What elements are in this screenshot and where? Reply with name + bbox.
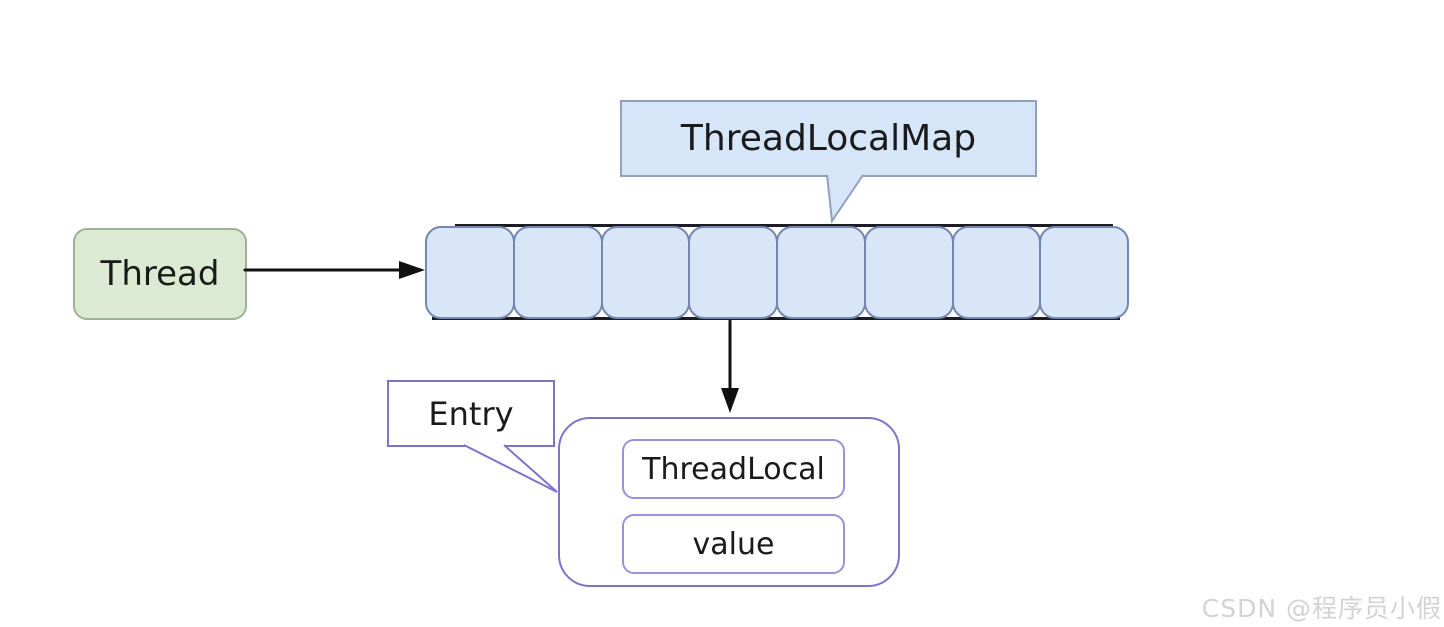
array-cell — [512, 226, 603, 319]
array-cell — [600, 226, 691, 319]
thread-label: Thread — [100, 254, 220, 294]
entry-field-value: value — [622, 514, 845, 574]
array-cell — [688, 226, 778, 319]
entry-callout-tail — [463, 444, 558, 493]
array-cell — [1039, 226, 1129, 319]
thread-to-map-arrow — [243, 261, 425, 279]
threadlocalmap-callout-tail — [826, 174, 864, 224]
array-cell — [776, 226, 866, 319]
entry-field-threadlocal: ThreadLocal — [622, 439, 845, 499]
thread-box: Thread — [73, 228, 247, 320]
array-cell — [425, 226, 515, 319]
threadlocalmap-label: ThreadLocalMap — [680, 118, 977, 159]
threadlocalmap-array — [425, 226, 1129, 319]
watermark: CSDN @程序员小假 — [1201, 594, 1442, 623]
array-cell — [863, 226, 954, 319]
entry-box: ThreadLocal value — [558, 417, 900, 587]
array-bottom-rail — [432, 317, 1120, 320]
array-cell — [951, 226, 1042, 319]
entry-callout: Entry — [387, 380, 555, 447]
array-top-rail — [455, 224, 1113, 227]
entry-label: Entry — [428, 394, 514, 433]
threadlocalmap-callout: ThreadLocalMap — [620, 100, 1037, 177]
map-to-entry-arrow — [721, 319, 739, 413]
entry-field-value-label: value — [692, 526, 775, 562]
entry-field-threadlocal-label: ThreadLocal — [642, 451, 825, 487]
